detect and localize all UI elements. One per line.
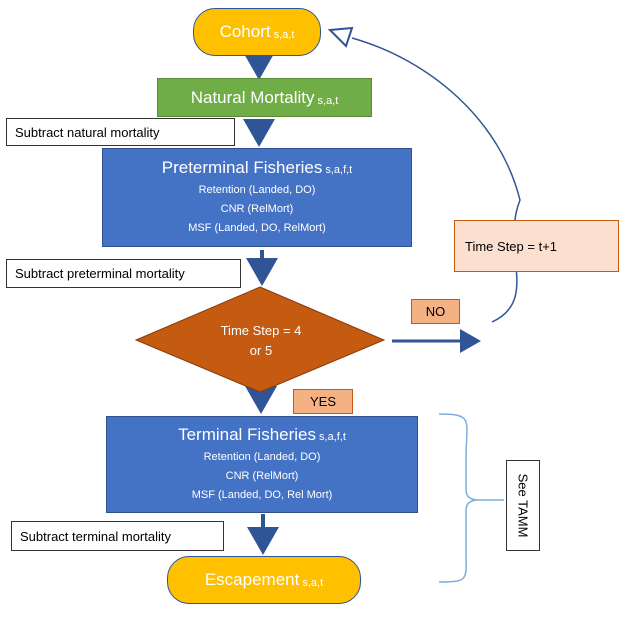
terminal-line-cnr: CNR (RelMort) bbox=[225, 469, 299, 482]
loop-back-arrowhead bbox=[327, 26, 354, 48]
preterminal-subscript: s,a,f,t bbox=[325, 163, 353, 176]
note-subtract-preterminal: Subtract preterminal mortality bbox=[6, 259, 241, 288]
decision-text: Time Step = 4 or 5 bbox=[186, 320, 336, 362]
terminal-line-retention: Retention (Landed, DO) bbox=[203, 450, 321, 463]
terminal-label: Terminal Fisheries bbox=[178, 424, 317, 444]
time-step-box: Time Step = t+1 bbox=[454, 220, 619, 272]
preterminal-line-cnr: CNR (RelMort) bbox=[220, 202, 294, 215]
note-subtract-natural: Subtract natural mortality bbox=[6, 118, 235, 146]
see-tamm-box: See TAMM bbox=[506, 460, 540, 551]
decision-diamond bbox=[134, 286, 386, 393]
preterminal-label: Preterminal Fisheries bbox=[161, 157, 323, 177]
terminal-line-msf: MSF (Landed, DO, Rel Mort) bbox=[191, 488, 333, 501]
natural-mortality-label: Natural Mortality bbox=[190, 87, 315, 107]
escapement-node: Escapement s,a,t bbox=[167, 556, 361, 604]
preterminal-line-msf: MSF (Landed, DO, RelMort) bbox=[188, 221, 326, 234]
no-label: NO bbox=[411, 299, 460, 324]
natural-mortality-subscript: s,a,t bbox=[317, 94, 339, 107]
see-tamm-label: See TAMM bbox=[515, 473, 531, 538]
decision-line-1: Time Step = 4 bbox=[220, 323, 302, 338]
escapement-label: Escapement bbox=[204, 570, 300, 589]
yes-label: YES bbox=[293, 389, 353, 414]
tamm-brace bbox=[438, 413, 479, 583]
natural-mortality-node: Natural Mortality s,a,t bbox=[157, 78, 372, 117]
escapement-subscript: s,a,t bbox=[302, 577, 324, 589]
note-subtract-terminal: Subtract terminal mortality bbox=[11, 521, 224, 551]
cohort-label: Cohort bbox=[219, 22, 271, 41]
cohort-node: Cohort s,a,t bbox=[193, 8, 321, 56]
preterminal-line-retention: Retention (Landed, DO) bbox=[198, 183, 316, 196]
terminal-fisheries-node: Terminal Fisheries s,a,f,t Retention (La… bbox=[106, 416, 418, 513]
terminal-subscript: s,a,f,t bbox=[319, 430, 346, 443]
loop-back-connector bbox=[351, 37, 521, 323]
cohort-subscript: s,a,t bbox=[273, 29, 295, 41]
decision-line-2: or 5 bbox=[249, 343, 273, 358]
preterminal-fisheries-node: Preterminal Fisheries s,a,f,t Retention … bbox=[102, 148, 412, 247]
